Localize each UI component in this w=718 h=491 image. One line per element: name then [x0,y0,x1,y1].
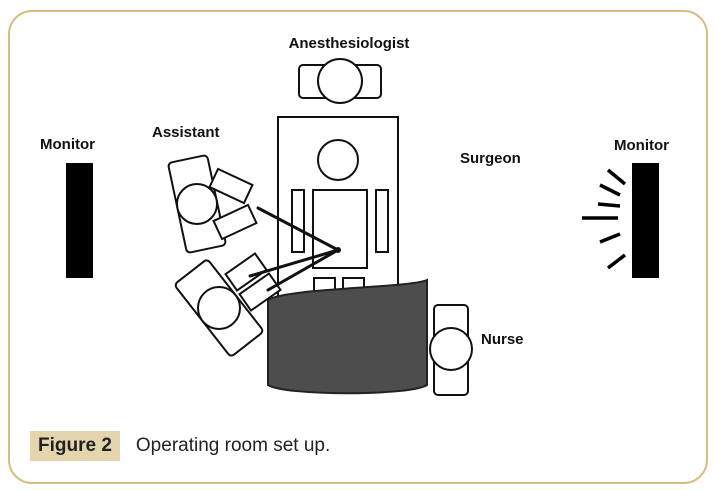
label-nurse: Nurse [481,331,524,348]
anesthesiologist-figure [298,58,382,104]
assistant-figure [167,154,258,254]
incision-point [335,247,341,253]
figure-number-label: Figure 2 [30,431,120,461]
label-monitor-right: Monitor [614,137,669,154]
label-surgeon: Surgeon [460,150,521,167]
monitor-right-glow-lines [582,168,627,270]
surgical-instruments [248,206,340,292]
label-monitor-left: Monitor [40,136,95,153]
figure-caption-text: Operating room set up. [135,435,331,456]
monitor-right [632,163,659,278]
patient-right-arm [375,189,389,253]
label-anesthesiologist: Anesthesiologist [289,35,410,52]
patient-left-arm [291,189,305,253]
surgical-drape [267,278,428,395]
patient-head [317,139,359,181]
monitor-left [66,163,93,278]
label-assistant: Assistant [152,124,220,141]
figure-caption: Figure 2 Operating room set up. [30,429,330,463]
nurse-figure [429,304,473,396]
surgeon-figure [174,252,282,357]
